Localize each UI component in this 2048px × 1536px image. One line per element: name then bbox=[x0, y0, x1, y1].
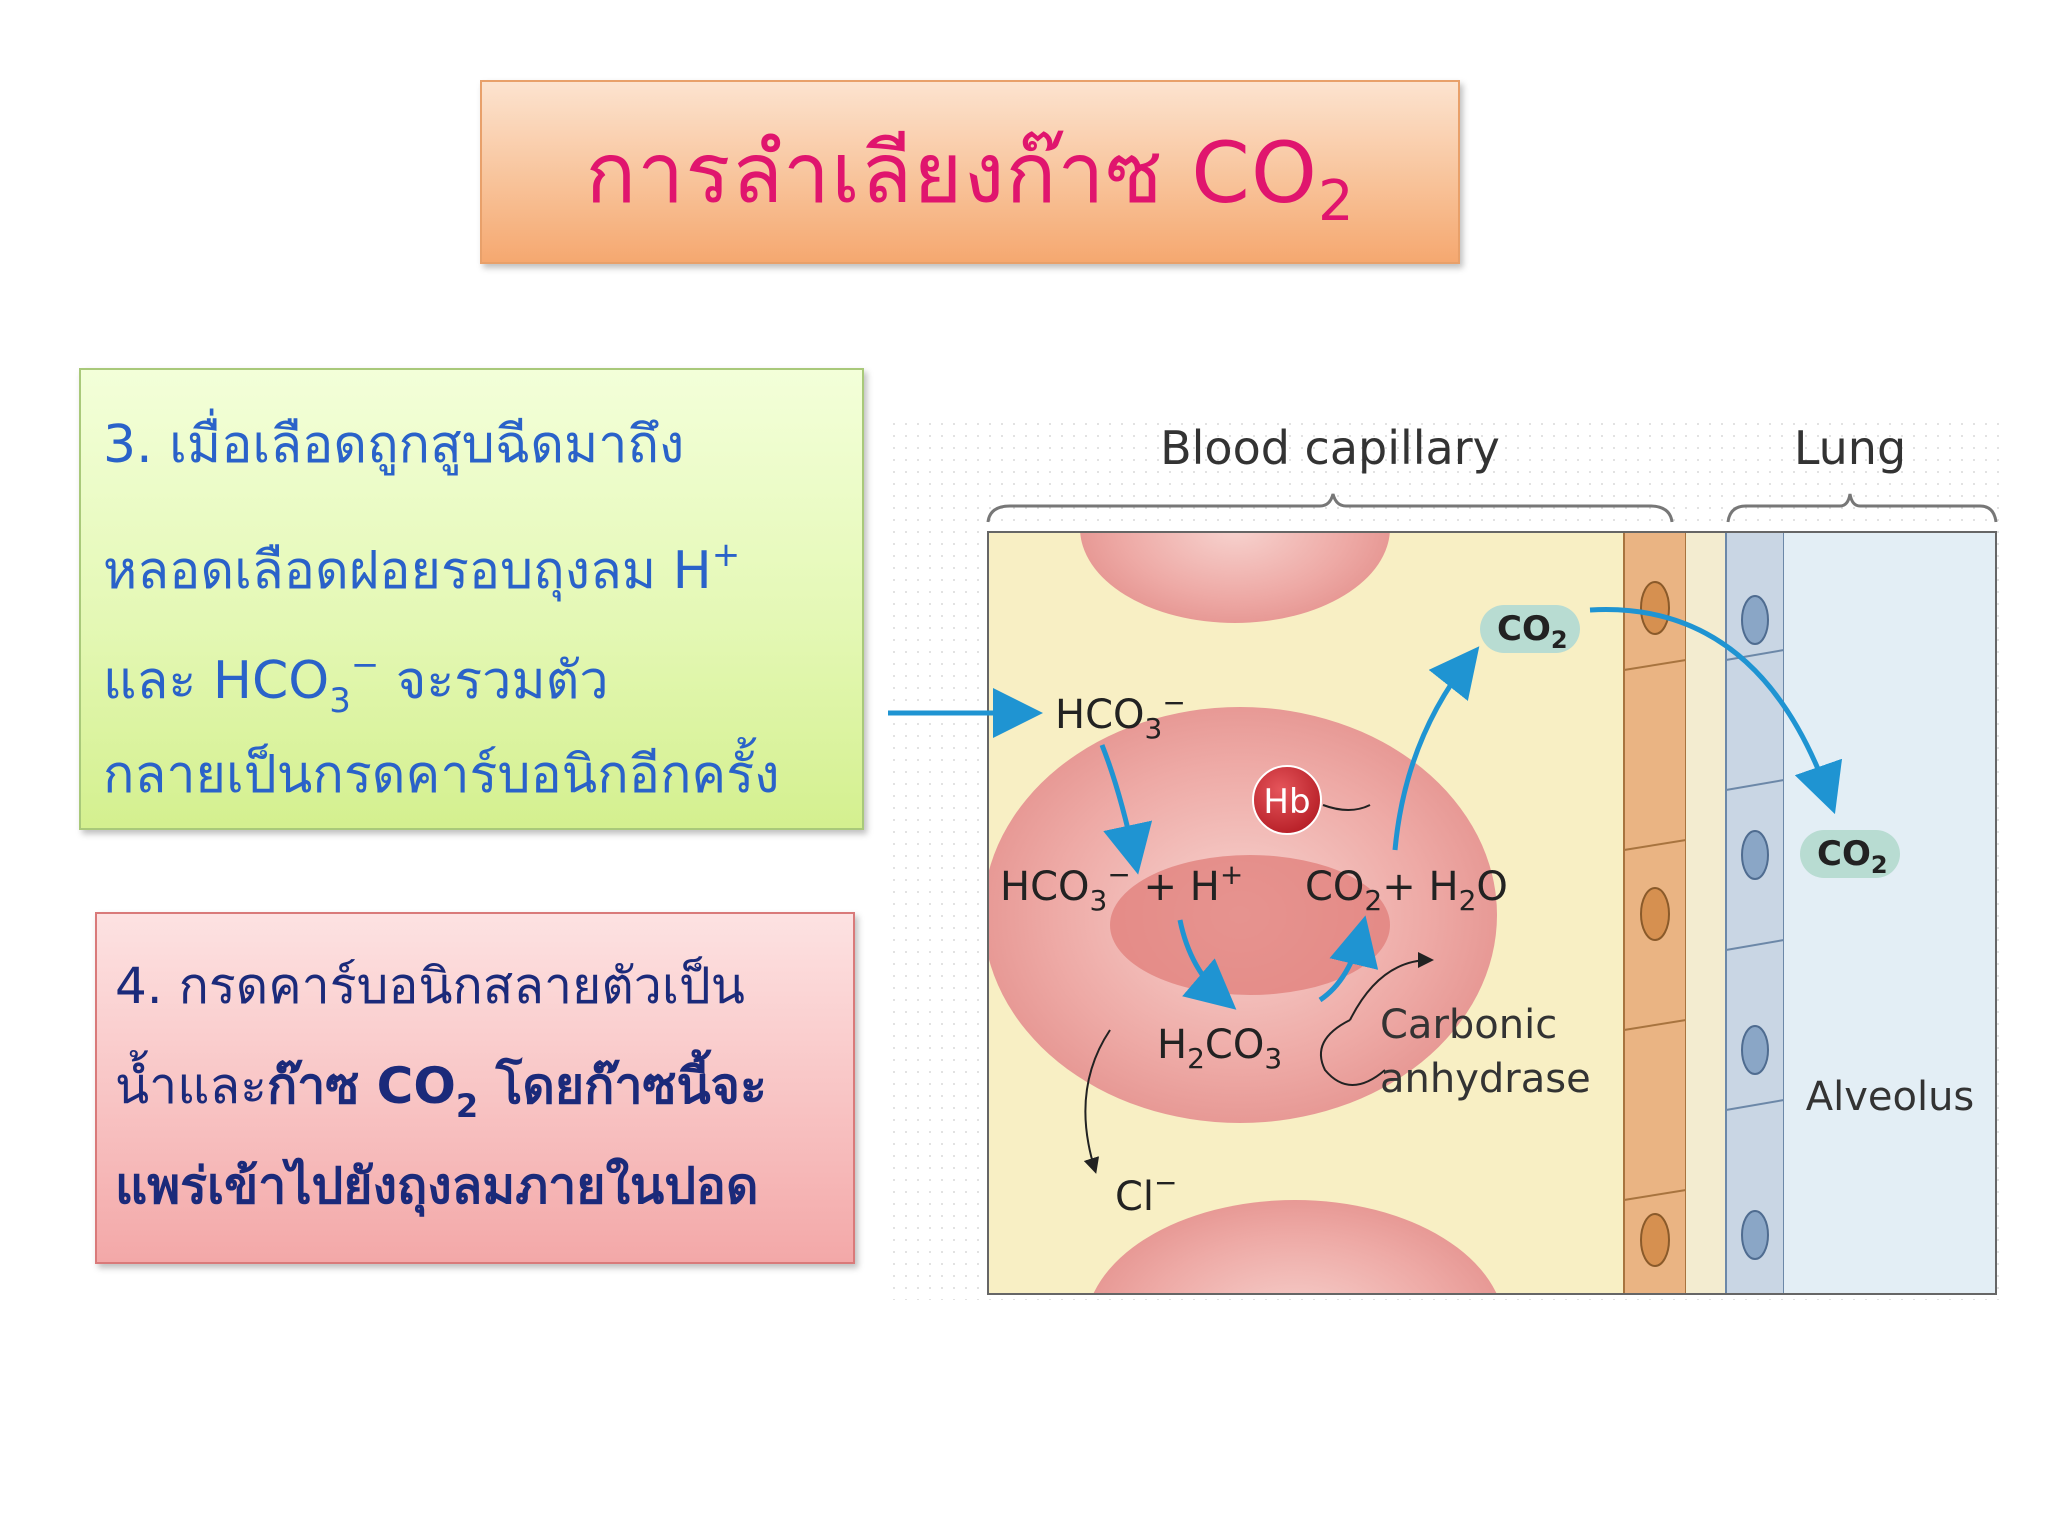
step-3-line-2: หลอดเลือดฝอยรอบถุงลม H+ bbox=[103, 535, 741, 601]
gas-exchange-diagram: Blood capillary Lung bbox=[880, 410, 2000, 1300]
alveolus-label: Alveolus bbox=[1806, 1074, 1975, 1120]
step-3-line-4: กลายเป็นกรดคาร์บอนิกอีกครั้ง bbox=[103, 745, 780, 805]
hemoglobin-circle bbox=[1252, 765, 1322, 835]
wall-nucleus-3 bbox=[1640, 1213, 1670, 1267]
diagram-svg: Blood capillary Lung bbox=[888, 420, 2000, 1300]
co2-alveolus-pill bbox=[1800, 830, 1900, 878]
co2-plasma-pill bbox=[1480, 605, 1580, 653]
step-4-box: 4. กรดคาร์บอนิกสลายตัวเป็น น้ำและก๊าซ CO… bbox=[95, 912, 855, 1264]
h2co3-label: H2CO3 bbox=[1157, 1022, 1282, 1075]
enzyme-label-1: Carbonic bbox=[1380, 1002, 1557, 1048]
epithelium-nucleus-4 bbox=[1741, 1210, 1769, 1260]
alveolus-region bbox=[1784, 532, 1996, 1294]
lung-label: Lung bbox=[1794, 421, 1906, 475]
to-h2co3-arrow bbox=[1177, 919, 1237, 1010]
hco3-entry-arrow bbox=[1099, 744, 1153, 875]
epithelium-nucleus-3 bbox=[1741, 1025, 1769, 1075]
co2-h2o-label: CO2+ H2O bbox=[1305, 864, 1508, 917]
interstitial-space bbox=[1686, 532, 1726, 1294]
epithelium-nucleus-1 bbox=[1741, 595, 1769, 645]
epithelium-nucleus-2 bbox=[1741, 830, 1769, 880]
enzyme-cycle-lower bbox=[1320, 1019, 1386, 1086]
blood-capillary-brace bbox=[986, 493, 1674, 523]
step-3-line-1: 3. เมื่อเลือดถูกสูบฉีดมาถึง bbox=[103, 415, 685, 475]
chloride-arrow bbox=[1083, 1029, 1111, 1174]
step-4-line-2: น้ำและก๊าซ CO2 โดยก๊าซนี้จะ bbox=[115, 1057, 767, 1125]
step-4-line-3: แพร่เข้าไปยังถุงลมภายในปอด bbox=[115, 1157, 759, 1215]
lung-brace bbox=[1726, 493, 1998, 523]
red-blood-cell-top bbox=[1080, 532, 1390, 623]
to-co2-arrow bbox=[1318, 915, 1379, 1003]
alveolar-epithelium bbox=[1725, 532, 1785, 1294]
hco3-h-label: HCO3− + H+ bbox=[1000, 858, 1243, 917]
step-4-line-1: 4. กรดคาร์บอนิกสลายตัวเป็น bbox=[115, 957, 745, 1015]
chloride-label: Cl− bbox=[1115, 1166, 1178, 1220]
title-banner: การลำเลียงก๊าซ CO2 bbox=[480, 80, 1460, 264]
enzyme-cycle-upper bbox=[1349, 952, 1434, 1021]
blood-capillary-label: Blood capillary bbox=[1160, 421, 1500, 475]
step-3-line-3: และ HCO3− จะรวมตัว bbox=[103, 645, 609, 721]
hco3-outside-label: HCO3− bbox=[1055, 686, 1186, 745]
hb-connector bbox=[1322, 804, 1371, 811]
enzyme-label-2: anhydrase bbox=[1380, 1056, 1591, 1102]
hemoglobin-label: Hb bbox=[1263, 782, 1310, 822]
co2-alveolus-label: CO2 bbox=[1817, 834, 1888, 879]
co2-diffusion-arrow bbox=[1589, 607, 1843, 815]
rbc-center bbox=[1110, 855, 1390, 995]
page-title: การลำเลียงก๊าซ CO2 bbox=[585, 124, 1355, 234]
co2-exit-arrow bbox=[1392, 646, 1480, 851]
wall-nucleus-2 bbox=[1640, 887, 1670, 941]
panel-border bbox=[987, 531, 1997, 1295]
red-blood-cell-bottom bbox=[1093, 1200, 1497, 1294]
step-3-box: 3. เมื่อเลือดถูกสูบฉีดมาถึง หลอดเลือดฝอย… bbox=[79, 368, 864, 830]
epithelium-cell-borders bbox=[1725, 649, 1785, 1111]
co2-plasma-label: CO2 bbox=[1497, 609, 1568, 654]
capillary-wall-cell-borders bbox=[1623, 659, 1687, 1201]
wall-nucleus-1 bbox=[1640, 581, 1670, 635]
